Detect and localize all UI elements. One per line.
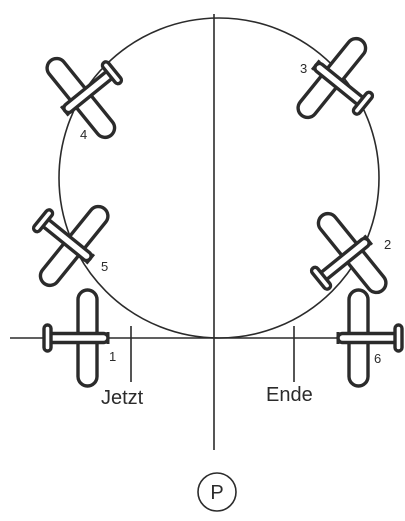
position-label-6: 6 [374, 351, 381, 366]
plane-icon-6 [338, 290, 402, 386]
position-label-2: 2 [384, 237, 391, 252]
position-label-3: 3 [300, 61, 307, 76]
plane-icon-5 [10, 181, 120, 296]
plane-icon-3 [286, 28, 396, 143]
plane-icon-1 [44, 290, 108, 386]
position-label-4: 4 [80, 127, 87, 142]
start-label: Jetzt [101, 387, 144, 409]
center-marker-label: P [210, 482, 223, 504]
position-label-5: 5 [101, 259, 108, 274]
end-label: Ende [266, 384, 313, 406]
plane-icon-4 [35, 33, 145, 148]
position-label-1: 1 [109, 349, 116, 364]
plane-icon-2 [288, 203, 398, 318]
